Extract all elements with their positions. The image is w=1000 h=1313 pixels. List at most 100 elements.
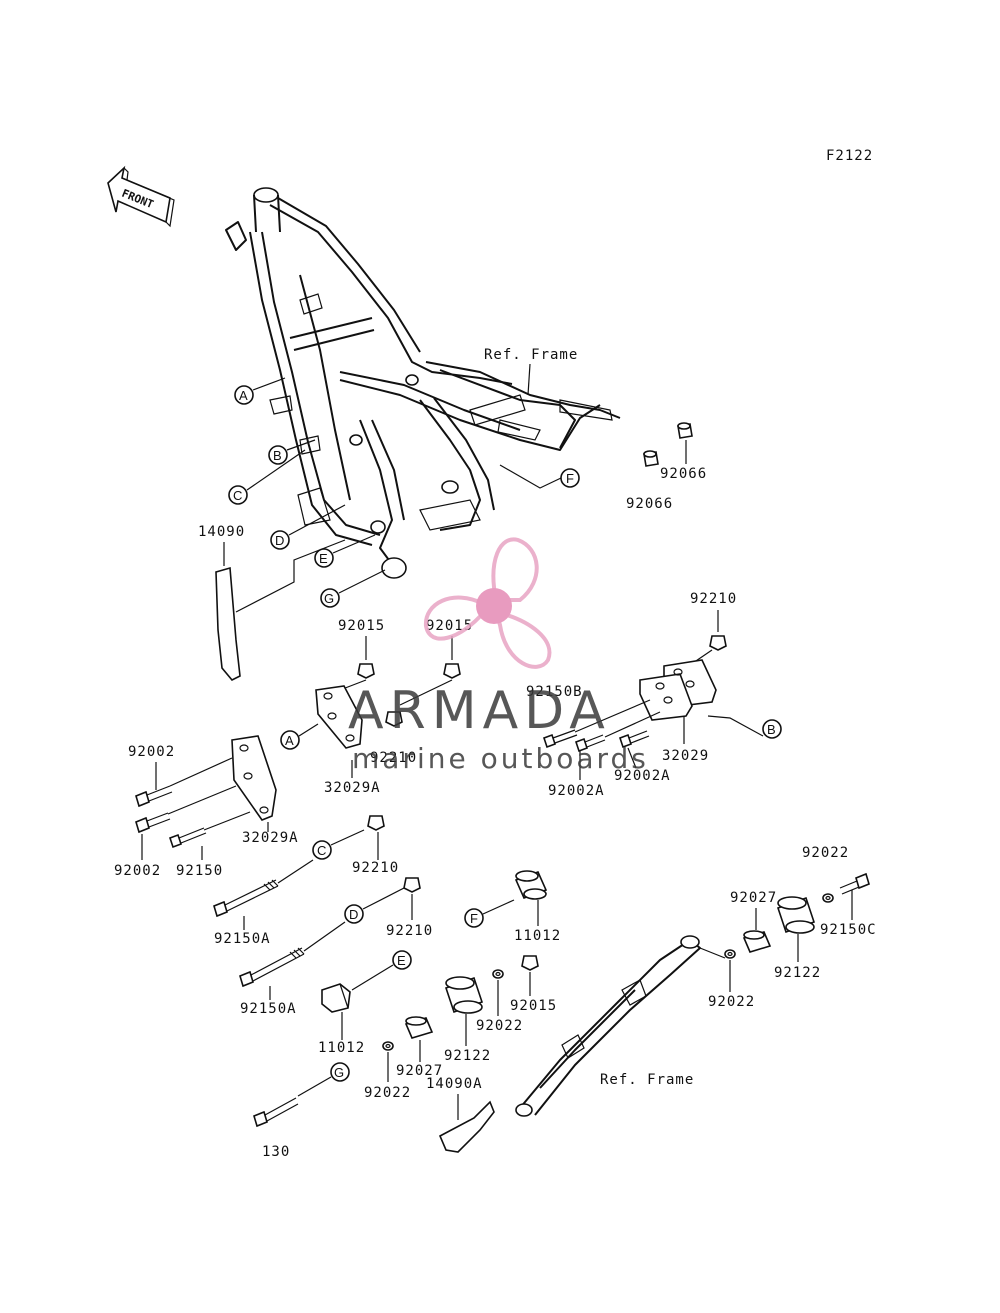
- label-92015-c: 92015: [510, 998, 557, 1014]
- label-92002A-b: 92002A: [548, 783, 605, 799]
- svg-text:B: B: [767, 722, 776, 737]
- part-92210-nut-d: [403, 877, 421, 893]
- part-92210-nut-a: [709, 635, 727, 651]
- motorcycle-frame: [225, 187, 621, 579]
- label-92210-a: 92210: [690, 591, 737, 607]
- label-92150A-b: 92150A: [240, 1001, 297, 1017]
- watermark-tagline: marine outboards: [352, 742, 649, 775]
- svg-text:D: D: [275, 533, 284, 548]
- callout-d-frame: D: [270, 504, 346, 550]
- part-92022-washer-a: [492, 969, 504, 979]
- watermark-brand: ARMADA: [348, 681, 611, 741]
- label-92066-a: 92066: [660, 466, 707, 482]
- svg-text:F: F: [470, 911, 478, 926]
- label-14090A: 14090A: [426, 1076, 483, 1092]
- label-92022-c: 92022: [802, 845, 849, 861]
- part-92015-nut-a: [357, 663, 375, 679]
- svg-text:A: A: [285, 733, 294, 748]
- label-130: 130: [262, 1144, 290, 1160]
- part-92022-washer-c: [724, 949, 736, 959]
- part-92002-bolts: [135, 757, 251, 849]
- label-92027-a: 92027: [396, 1063, 443, 1079]
- callout-a-frame: A: [234, 377, 286, 405]
- svg-text:G: G: [334, 1065, 344, 1080]
- callout-a-bracket: A: [280, 723, 319, 750]
- part-92022-washer-d: [822, 893, 834, 903]
- callout-g-frame: G: [320, 569, 386, 608]
- label-92015-a: 92015: [338, 618, 385, 634]
- label-92122-b: 92122: [774, 965, 821, 981]
- part-32029-bracket: [639, 659, 717, 721]
- part-92150C-bolt: [839, 872, 870, 895]
- part-92022-washer-b: [382, 1041, 394, 1051]
- svg-text:E: E: [319, 551, 328, 566]
- part-92150B-bolts: [542, 699, 661, 753]
- label-92022-b: 92022: [364, 1085, 411, 1101]
- label-14090: 14090: [198, 524, 245, 540]
- label-92210-b: 92210: [370, 750, 417, 766]
- label-11012-b: 11012: [514, 928, 561, 944]
- part-92150A-bolt-b: [239, 921, 346, 988]
- part-92027-spacer-b: [742, 930, 772, 953]
- label-92002-a: 92002: [128, 744, 175, 760]
- part-14090A-guard: [438, 1100, 495, 1153]
- part-92210-nut-b: [385, 711, 403, 727]
- part-92150A-bolt-a: [213, 859, 314, 918]
- svg-text:E: E: [397, 953, 406, 968]
- label-92150A-a: 92150A: [214, 931, 271, 947]
- part-92015-nut-b: [443, 663, 461, 679]
- callout-f-frame: F: [499, 464, 580, 489]
- callout-b-bracket: B: [707, 715, 782, 739]
- callout-e-frame: E: [314, 534, 376, 568]
- part-11012-bushing-b: [514, 870, 548, 900]
- callout-c-frame: C: [228, 449, 306, 505]
- label-92150B: 92150B: [526, 684, 583, 700]
- svg-text:C: C: [233, 488, 242, 503]
- part-130-bolt: [253, 1097, 299, 1128]
- callout-d-bolt: D: [344, 887, 405, 924]
- svg-text:C: C: [317, 843, 326, 858]
- svg-text:D: D: [349, 907, 358, 922]
- callout-e-bushing: E: [351, 950, 412, 991]
- label-92015-b: 92015: [426, 618, 473, 634]
- label-92066-b: 92066: [626, 496, 673, 512]
- callout-c-bolt: C: [312, 829, 365, 860]
- part-92210-nut-c: [367, 815, 385, 831]
- part-92122-collar-b: [776, 896, 816, 934]
- ref-frame-label-bottom: Ref. Frame: [600, 1072, 694, 1088]
- callout-b-frame: B: [268, 439, 316, 465]
- part-92015-nut-c: [521, 955, 539, 971]
- label-92027-b: 92027: [730, 890, 777, 906]
- part-14090-cover: [215, 566, 241, 681]
- label-11012-a: 11012: [318, 1040, 365, 1056]
- part-92066-caps: [643, 422, 693, 467]
- svg-text:F: F: [566, 471, 574, 486]
- svg-text:A: A: [239, 388, 248, 403]
- propeller-logo-icon: [423, 537, 552, 669]
- ref-frame-label-top: Ref. Frame: [484, 347, 578, 363]
- label-92210-d: 92210: [386, 923, 433, 939]
- label-92022-a: 92022: [476, 1018, 523, 1034]
- callout-g-bolt: G: [297, 1062, 350, 1097]
- part-11012-bushing-a: [321, 983, 351, 1013]
- callout-f-bushing: F: [464, 899, 515, 928]
- label-92002A-a: 92002A: [614, 768, 671, 784]
- part-92027-spacer-a: [404, 1016, 434, 1039]
- lower-frame-member: [515, 935, 726, 1117]
- svg-text:B: B: [273, 448, 282, 463]
- part-92122-collar-a: [444, 976, 484, 1014]
- svg-text:G: G: [324, 591, 334, 606]
- armada-watermark: ARMADA marine outboards: [348, 537, 649, 775]
- label-32029: 32029: [662, 748, 709, 764]
- part-32029A-bracket-center: [315, 685, 363, 749]
- label-92150: 92150: [176, 863, 223, 879]
- label-32029A-a: 32029A: [324, 780, 381, 796]
- label-92022-d: 92022: [708, 994, 755, 1010]
- label-32029A-b: 32029A: [242, 830, 299, 846]
- diagram-code: F2122: [826, 148, 873, 164]
- label-92210-c: 92210: [352, 860, 399, 876]
- part-32029A-bracket-left: [231, 735, 277, 821]
- label-92150C: 92150C: [820, 922, 877, 938]
